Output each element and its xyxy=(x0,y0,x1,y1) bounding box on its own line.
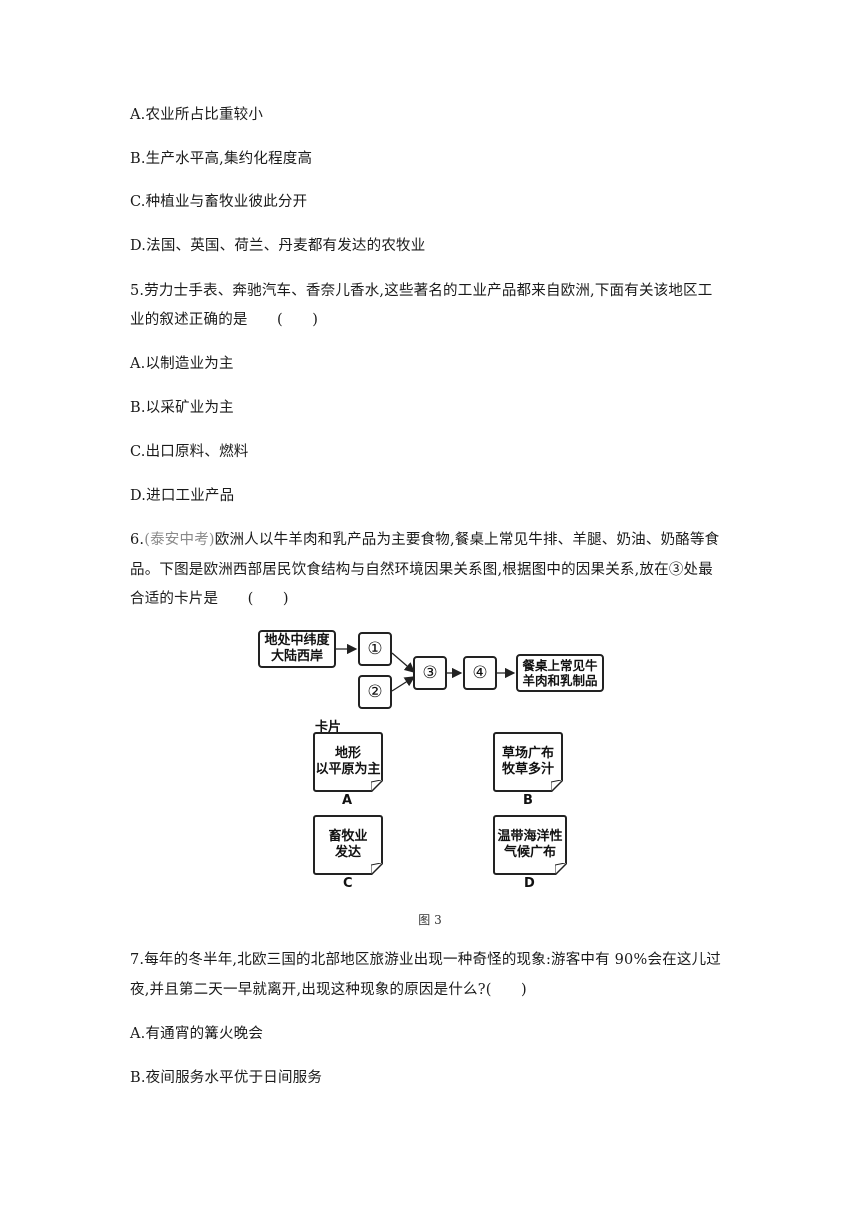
q4-option-d: D.法国、英国、荷兰、丹麦都有发达的农牧业 xyxy=(130,238,426,254)
card-fold xyxy=(371,863,383,875)
card-d-label: D xyxy=(524,876,535,891)
card-a-line1: 地形 xyxy=(334,745,361,761)
node-3: ③ xyxy=(413,656,447,690)
node-4: ④ xyxy=(463,656,497,690)
card-b-label: B xyxy=(523,793,533,808)
q7-stem-line1: 7.每年的冬半年,北欧三国的北部地区旅游业出现一种奇怪的现象:游客中有 90%会… xyxy=(130,952,721,968)
q6-stem-line3: 合适的卡片是 ( ) xyxy=(130,591,289,607)
card-d: 温带海洋性气候广布 xyxy=(493,815,567,875)
causal-diagram: 地处中纬度大陆西岸 ① ② ③ ④ 餐桌上常见牛羊肉和乳制品 卡片 地形以平原为… xyxy=(255,628,615,898)
start-line2: 大陆西岸 xyxy=(270,649,323,664)
card-d-line2: 气候广布 xyxy=(503,845,556,860)
card-fold xyxy=(551,780,563,792)
card-c-label: C xyxy=(343,876,353,891)
arrow-2-to-3 xyxy=(391,676,416,692)
card-a-label: A xyxy=(342,793,353,808)
q5-option-d: D.进口工业产品 xyxy=(130,488,235,504)
q4-option-a: A.农业所占比重较小 xyxy=(130,107,264,123)
end-line1: 餐桌上常见牛 xyxy=(522,658,598,673)
q6-stem-line2: 品。下图是欧洲西部居民饮食结构与自然环境因果关系图,根据图中的因果关系,放在③处… xyxy=(130,562,713,578)
node-1: ① xyxy=(358,632,392,666)
card-a-line2: 以平原为主 xyxy=(315,762,381,777)
q7-option-a: A.有通宵的篝火晚会 xyxy=(130,1026,264,1042)
q6-source: (泰安中考) xyxy=(144,532,215,548)
start-line1: 地处中纬度 xyxy=(264,633,330,649)
card-d-line1: 温带海洋性 xyxy=(497,828,563,844)
q5-option-c: C.出口原料、燃料 xyxy=(130,444,249,460)
q5-stem-line2: 业的叙述正确的是 ( ) xyxy=(130,312,319,328)
diagram-arrows xyxy=(335,643,516,692)
card-fold xyxy=(371,780,383,792)
q6-stem-line1: 6.(泰安中考)欧洲人以牛羊肉和乳产品为主要食物,餐桌上常见牛排、羊腿、奶油、奶… xyxy=(130,533,719,548)
cards-title: 卡片 xyxy=(315,720,342,735)
card-c-line2: 发达 xyxy=(334,845,361,860)
end-line2: 羊肉和乳制品 xyxy=(522,673,598,688)
arrow-1-to-3 xyxy=(391,652,415,673)
q5-stem-line1: 5.劳力士手表、奔驰汽车、香奈儿香水,这些著名的工业产品都来自欧洲,下面有关该地… xyxy=(130,283,713,299)
q7-option-b: B.夜间服务水平优于日间服务 xyxy=(130,1070,323,1086)
end-box: 餐桌上常见牛羊肉和乳制品 xyxy=(516,654,604,692)
card-b-line1: 草场广布 xyxy=(501,745,554,761)
card-c: 畜牧业发达 xyxy=(313,815,383,875)
q4-option-b: B.生产水平高,集约化程度高 xyxy=(130,151,313,167)
figure-caption: 图 3 xyxy=(418,913,442,927)
card-b: 草场广布牧草多汁 xyxy=(493,732,563,792)
card-c-line1: 畜牧业 xyxy=(328,828,368,844)
card-b-line2: 牧草多汁 xyxy=(501,762,554,777)
card-fold xyxy=(555,863,567,875)
node-2: ② xyxy=(358,675,392,709)
q4-option-c: C.种植业与畜牧业彼此分开 xyxy=(130,194,308,210)
q5-option-b: B.以采矿业为主 xyxy=(130,400,234,416)
q5-option-a: A.以制造业为主 xyxy=(130,356,234,372)
q7-stem-line2: 夜,并且第二天一早就离开,出现这种现象的原因是什么?( ) xyxy=(130,982,527,998)
q6-text: 欧洲人以牛羊肉和乳产品为主要食物,餐桌上常见牛排、羊腿、奶油、奶酪等食 xyxy=(214,532,720,548)
q6-number: 6. xyxy=(130,532,145,548)
start-box: 地处中纬度大陆西岸 xyxy=(258,630,336,668)
card-a: 地形以平原为主 xyxy=(313,732,383,792)
